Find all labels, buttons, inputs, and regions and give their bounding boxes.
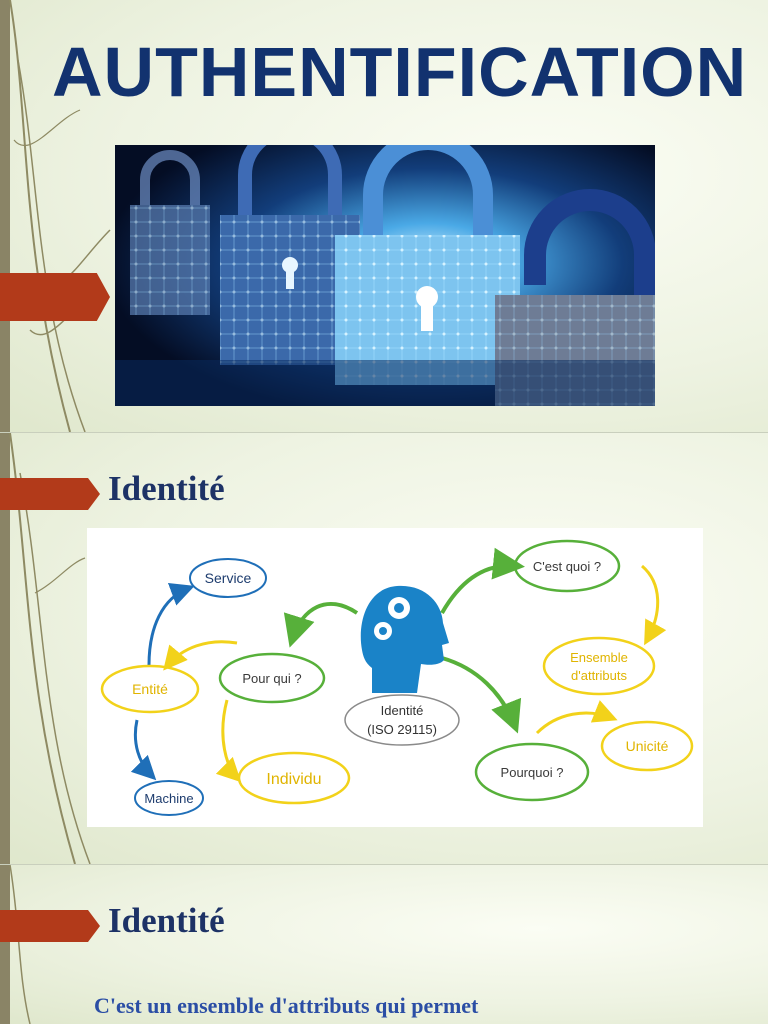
slide-separator bbox=[0, 864, 768, 865]
padlock-circuit-image bbox=[115, 145, 655, 406]
left-border-bar bbox=[0, 0, 10, 432]
center-label-line1: Identité bbox=[381, 703, 424, 718]
red-arrow-marker bbox=[0, 910, 100, 942]
identity-mind-map: Service Entité Machine Pour qui ? Indivi… bbox=[87, 528, 703, 827]
node-individu: Individu bbox=[266, 771, 321, 788]
red-arrow-marker bbox=[0, 478, 100, 510]
node-ensemble-line2: d'attributs bbox=[571, 668, 627, 683]
section-heading: Identité bbox=[108, 901, 225, 940]
body-text: C'est un ensemble d'attributs qui permet bbox=[94, 993, 479, 1018]
node-pourquoi: Pourquoi ? bbox=[501, 765, 564, 780]
node-cest-quoi: C'est quoi ? bbox=[533, 559, 601, 574]
red-arrow-marker bbox=[0, 273, 110, 321]
node-service: Service bbox=[205, 570, 252, 586]
section-heading: Identité bbox=[108, 469, 225, 508]
head-gears-icon bbox=[360, 585, 449, 693]
left-border-bar bbox=[0, 433, 10, 864]
slide-1: AUTHENTIFICATION bbox=[0, 0, 768, 432]
node-unicite: Unicité bbox=[626, 738, 669, 754]
center-label-line2: (ISO 29115) bbox=[367, 722, 437, 737]
node-ensemble-line1: Ensemble bbox=[570, 650, 628, 665]
slide-separator bbox=[0, 432, 768, 433]
left-border-bar bbox=[0, 865, 10, 1024]
slide-3: Identité C'est un ensemble d'attributs q… bbox=[0, 865, 768, 1024]
node-entite: Entité bbox=[132, 681, 168, 697]
slide-2: Identité bbox=[0, 433, 768, 864]
slide-title: AUTHENTIFICATION bbox=[52, 33, 748, 111]
node-machine: Machine bbox=[144, 791, 193, 806]
node-pour-qui: Pour qui ? bbox=[242, 671, 301, 686]
vine-decoration-icon bbox=[9, 865, 31, 1024]
